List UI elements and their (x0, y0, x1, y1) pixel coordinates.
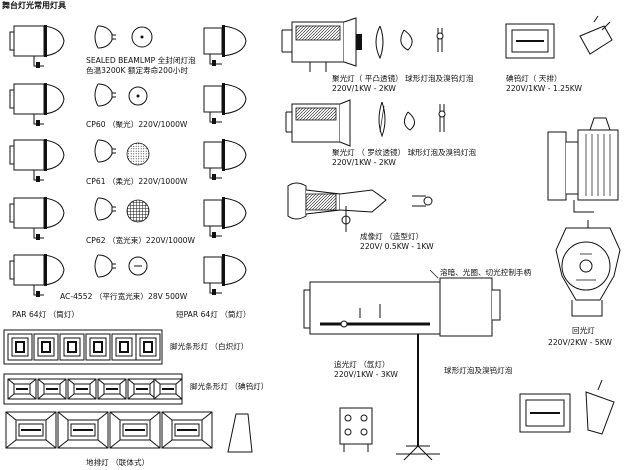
flood-light-box (519, 379, 615, 435)
iodine-label-2: 220V/1KW - 1.25KW (506, 84, 582, 93)
iodine-tungsten-light (505, 15, 613, 59)
par64-short-5 (203, 253, 247, 296)
ac4552-lamp (94, 254, 148, 278)
control-handle-label: 溶暗、光圈、切光控制手柄 (440, 268, 532, 277)
sealed-beam-label-2: 色温3200K 额定寿命200小时 (86, 66, 188, 75)
footlight-strip-white (3, 329, 163, 365)
footlight-strip-iodine (3, 373, 183, 405)
par64-long-4 (9, 196, 65, 241)
profile-label-2: 220V/ 0.5KW - 1KW (360, 242, 434, 251)
sealed-beam-lamp (94, 25, 153, 49)
large-spotlight (547, 117, 619, 213)
par64-long-5 (9, 253, 65, 298)
par64-short-2 (203, 82, 247, 125)
cp61-lamp (94, 139, 150, 166)
dimmer-control-box (339, 407, 373, 452)
footlight-white-label: 脚光条形灯 （白炽灯） (170, 342, 249, 351)
ac4552-label: AC-4552 （平行宽光束）28V 500W (60, 292, 188, 301)
spotlight-fresnel-label-2: 220V/1KW - 2KW (332, 158, 396, 167)
back-light (555, 220, 621, 317)
follow-spotlight (303, 269, 501, 461)
par64-long-3 (9, 138, 65, 183)
sealed-beam-label-1: SEALED BEAMLMP 全封闭灯泡 (86, 56, 196, 65)
cp62-label: CP62 （宽光束）220V/1000W (86, 236, 196, 245)
cp60-label: CP60 （聚光）220V/1000W (86, 120, 188, 129)
diagram-title: 舞台灯光常用灯具 (2, 1, 66, 10)
backlight-label-1: 回光灯 (572, 326, 595, 335)
cp61-label: CP61 （柔光）220V/1000W (86, 177, 188, 186)
par64-short-1 (203, 24, 247, 67)
par64-short-4 (203, 196, 247, 239)
par64-short-3 (203, 138, 247, 181)
ground-row-label: 地排灯 （联体式） (86, 458, 150, 467)
spotlight-plano-label-1: 聚光灯（ 平凸透镜） 球形灯泡及溴钨灯泡 (332, 74, 474, 83)
followspot-bulb-label: 球形灯泡及溴钨灯泡 (444, 366, 513, 375)
ground-row-light (5, 411, 253, 453)
par64-long-2 (9, 82, 65, 127)
cp62-lamp (94, 197, 150, 223)
spotlight-fresnel (285, 99, 446, 147)
par64-long-label: 短PAR 64灯 （筒灯） (176, 310, 251, 319)
followspot-label-1: 追光灯 （氙灯） (334, 360, 390, 369)
profile-label-1: 成像灯 （造型灯） (360, 232, 424, 241)
par64-long-1 (9, 24, 65, 69)
spotlight-plano-label-2: 220V/1KW - 2KW (332, 84, 396, 93)
profile-spotlight (287, 182, 433, 232)
spotlight-plano-convex (281, 17, 444, 72)
cp60-lamp (94, 83, 148, 107)
backlight-label-2: 220V/2KW - 5KW (548, 338, 612, 347)
footlight-iodine-label: 脚光条形灯 （碘钨灯） (190, 382, 269, 391)
par64-short-label: PAR 64灯 （筒灯） (12, 310, 80, 319)
spotlight-fresnel-label-1: 聚光灯 （ 罗纹透镜） 球形灯泡及溴钨灯泡 (332, 148, 476, 157)
followspot-label-2: 220V/1KW - 3KW (334, 370, 398, 379)
iodine-label-1: 碘钨灯（ 天排） (506, 74, 562, 83)
